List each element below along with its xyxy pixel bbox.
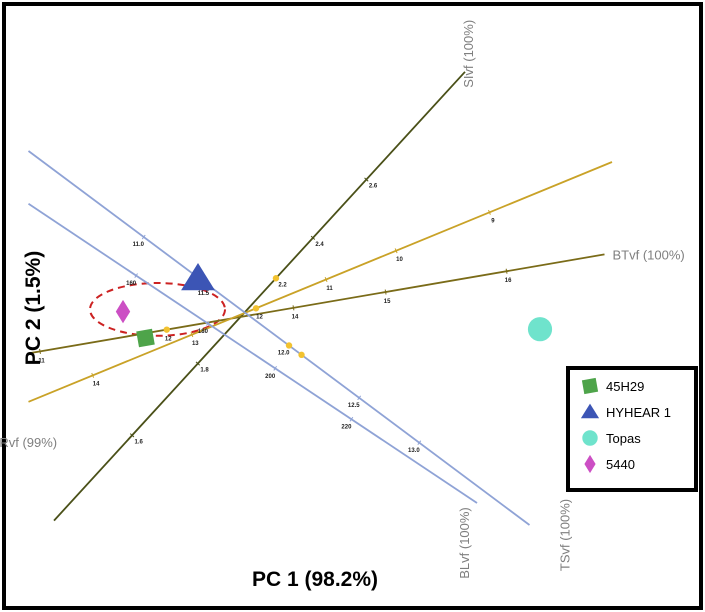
vector-tick-label: 9 — [491, 219, 495, 225]
vector-tick-label: 14 — [93, 382, 100, 388]
vector-tick-mark — [357, 395, 362, 401]
vector-tick-label: 10 — [396, 257, 403, 263]
vector-tick-label: 1.8 — [200, 368, 209, 374]
vector-tick-mark — [417, 440, 422, 446]
vector-line — [28, 161, 613, 403]
vector-tick-label: 200 — [265, 374, 276, 380]
vector-line — [28, 203, 478, 504]
vector-btvf-100: 11 12 14 15 16 BTvf (100%) — [28, 247, 685, 364]
legend-item-45h29: 45H29 — [581, 377, 644, 395]
vector-tick-mark — [134, 273, 138, 278]
vector-tick-label: 13 — [192, 341, 199, 347]
vector-tick-mark — [141, 234, 146, 240]
vector-tick-label: 180 — [198, 329, 209, 335]
point-topas — [527, 317, 553, 342]
projection-dot — [298, 351, 305, 359]
legend-label: Topas — [606, 431, 641, 446]
vector-mrvf-99: 14 13 12 11 10 9MRvf (99%) — [0, 161, 613, 450]
point-45h29 — [136, 328, 155, 348]
vector-name-label: MRvf (99%) — [0, 435, 57, 450]
vector-tick-label: 160 — [126, 281, 137, 287]
vector-tick-mark — [384, 289, 387, 295]
vector-tick-label: 12.0 — [278, 351, 290, 357]
vector-line — [28, 253, 605, 355]
vector-tick-label: 11.5 — [198, 291, 210, 297]
vector-name-label: TSvf (100%) — [558, 499, 573, 571]
vector-tick-mark — [190, 332, 194, 338]
vector-tick-mark — [349, 416, 354, 422]
projection-dot — [163, 326, 170, 333]
legend-marker-5440 — [584, 454, 596, 474]
vector-tick-label: 16 — [505, 278, 512, 284]
vector-tick-mark — [505, 268, 508, 274]
projection-dot — [285, 342, 293, 349]
projection-dot — [272, 275, 280, 282]
legend-marker-45h29 — [581, 377, 599, 395]
vector-sivf-100: 1.6 1.8 2.2 2.4 2.6 SIvf (100%) — [53, 20, 476, 522]
projection-dot — [252, 305, 260, 312]
legend-item-topas: Topas — [582, 430, 641, 446]
legend-marker-topas — [582, 430, 598, 446]
vector-tick-mark — [324, 276, 328, 283]
highlight-layer — [89, 282, 226, 337]
vector-tick-mark — [39, 348, 41, 354]
vector-line — [53, 71, 466, 522]
vector-tick-mark — [394, 248, 398, 254]
vector-tick-label: 2.2 — [278, 282, 287, 288]
vector-tick-label: 12.5 — [348, 403, 360, 409]
vector-name-label: BLvf (100%) — [457, 507, 472, 579]
vector-tick-mark — [91, 372, 95, 378]
vector-tick-label: 1.6 — [135, 439, 144, 445]
vector-name-label: BTvf (100%) — [613, 247, 685, 262]
vector-name-label: SIvf (100%) — [461, 20, 476, 88]
vector-tick-mark — [488, 209, 491, 215]
legend-label: HYHEAR 1 — [606, 405, 671, 420]
vector-tick-label: 14 — [292, 315, 299, 321]
vector-tick-mark — [129, 433, 135, 438]
x-axis-label: PC 1 (98.2%) — [252, 568, 378, 591]
point-hyhear-1 — [181, 263, 215, 291]
vector-tick-label: 13.0 — [408, 448, 420, 454]
vector-tick-mark — [195, 361, 201, 366]
legend-item-hyhear-1: HYHEAR 1 — [580, 403, 671, 420]
highlight-ellipse — [89, 282, 226, 337]
vector-tick-label: 11 — [38, 358, 45, 364]
vector-tick-mark — [364, 177, 369, 182]
vector-tick-label: 11.0 — [133, 242, 145, 248]
vector-tick-mark — [292, 305, 295, 311]
point-5440 — [115, 299, 131, 324]
vector-tick-label: 2.6 — [369, 184, 378, 190]
vector-tick-label: 12 — [165, 337, 172, 343]
vector-tick-mark — [273, 366, 277, 371]
legend-label: 5440 — [606, 457, 635, 472]
y-axis-label: PC 2 (1.5%) — [22, 251, 45, 365]
vector-tick-mark — [310, 235, 316, 240]
point-layer — [115, 263, 553, 348]
legend-item-5440: 5440 — [584, 454, 635, 474]
vector-tick-label: 2.4 — [315, 242, 324, 248]
vector-line — [27, 150, 531, 526]
vector-tick-label: 220 — [341, 425, 352, 431]
legend-marker-hyhear-1 — [580, 403, 600, 419]
vector-tick-label: 12 — [256, 315, 263, 321]
vector-layer: 1.6 1.8 2.2 2.4 2.6 SIvf (100%) 11 12 14 15 16 BTvf… — [0, 20, 685, 579]
vector-tick-label: 15 — [384, 299, 391, 305]
vector-tick-label: 11 — [326, 286, 333, 292]
vector-tick-mark — [206, 321, 210, 326]
legend-label: 45H29 — [606, 379, 644, 394]
